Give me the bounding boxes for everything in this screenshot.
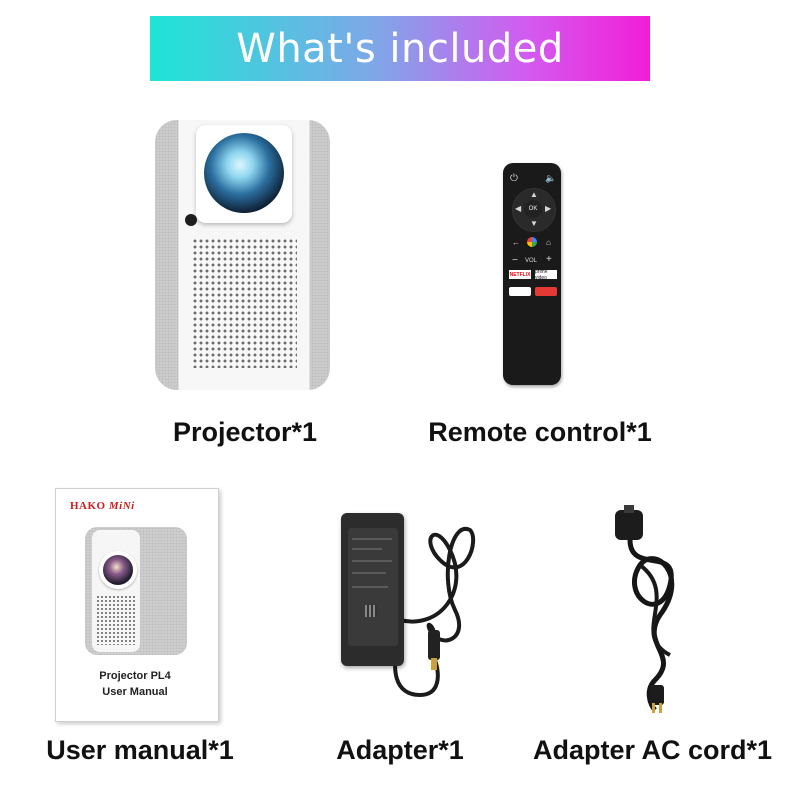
projector-speaker-grille [192, 238, 297, 368]
remote-label: Remote control*1 [428, 417, 652, 447]
adapter-label-line [352, 572, 386, 574]
adapter-label-line [352, 548, 382, 550]
manual-projector-grille [96, 595, 136, 645]
adapter-label-line [352, 560, 392, 562]
prime-button-label: prime video [535, 269, 557, 281]
back-icon: ← [512, 238, 520, 247]
manual-title-line2: User Manual [102, 686, 168, 698]
manual-cover-title: Projector PL4 User Manual [70, 668, 200, 700]
down-arrow-icon: ▼ [530, 219, 538, 228]
adapter-label-line [352, 538, 392, 540]
adapter-label: Adapter*1 [336, 735, 464, 765]
manual-brand-name: HAKO [70, 500, 106, 512]
vol-plus-icon: + [546, 254, 552, 265]
home-icon: ⌂ [546, 238, 551, 247]
manual-projector-lens [99, 551, 137, 589]
adapter-qr-code [365, 605, 377, 617]
netflix-button-label: NETFLIX [509, 270, 531, 279]
adapter-label-line [352, 586, 388, 588]
vol-minus-icon: − [512, 255, 518, 266]
app-button-white [509, 287, 531, 296]
assistant-mic-icon [527, 237, 537, 247]
banner-title: What's included [236, 25, 564, 72]
projector-label: Projector*1 [172, 417, 318, 447]
projector-lens [204, 133, 284, 213]
youtube-button-icon [535, 287, 557, 296]
mute-icon: 🔈 [545, 173, 557, 183]
up-arrow-icon: ▲ [530, 190, 538, 199]
power-icon: ⏻ [510, 173, 518, 184]
ok-button-label: OK [524, 200, 542, 218]
manual-title-line1: Projector PL4 [99, 670, 171, 682]
ac-cord-label: Adapter AC cord*1 [532, 735, 773, 765]
manual-brand-sub: MiNi [108, 500, 135, 512]
left-arrow-icon: ◀ [515, 204, 522, 213]
manual-brand: HAKO MiNi [70, 500, 135, 512]
manual-label: User manual*1 [46, 735, 234, 765]
right-arrow-icon: ▶ [545, 204, 552, 213]
vol-label: VOL [525, 258, 538, 264]
header-banner: What's included [150, 16, 650, 81]
projector-sensor [185, 214, 197, 226]
ac-cord-icon [615, 505, 675, 713]
